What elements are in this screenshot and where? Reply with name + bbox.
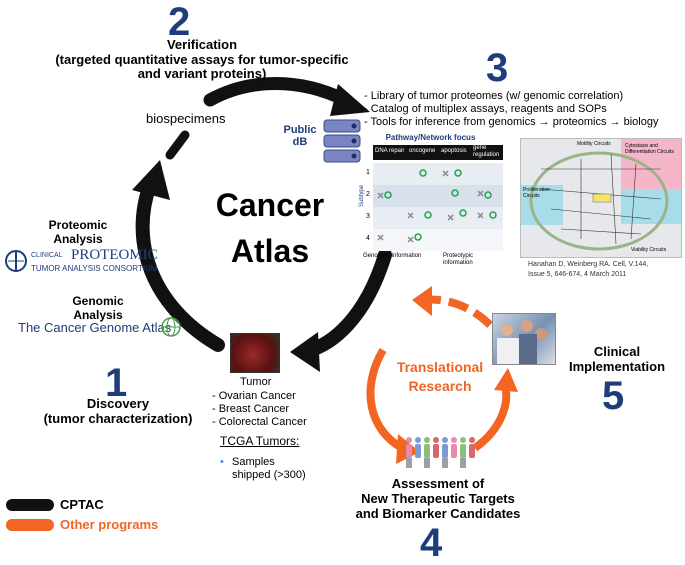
tumor-image [230,333,280,373]
cptac-logo-icon [5,250,27,272]
tumor-label: Tumor [240,376,272,388]
pathway-row-band [373,229,503,251]
legend-other-label: Other programs [60,517,159,532]
step-3-bullet: - Library of tumor proteomes (w/ genomic… [364,90,624,102]
genomic-analysis-label: Genomic Analysis [72,294,124,322]
pathway-marks [377,169,497,243]
arrow-top [203,77,352,107]
orange-top-head [412,286,432,316]
legend-proteotypic: Proteotypic information [443,253,474,266]
arrow-left-dash [165,130,190,160]
tcga-tumors-heading: TCGA Tumors: [220,434,300,448]
legend-cptac-label: CPTAC [60,497,104,512]
step-1-title: Discovery [86,396,150,411]
arrow-right-head [290,332,320,372]
orange-arc-top [424,295,493,328]
public-db-label: Public dB [283,124,317,148]
step-2-subtitle: (targeted quantitative assays for tumor-… [55,52,349,81]
step-5-number: 5 [602,374,625,418]
pathway-row-band [373,185,503,207]
database-icon [323,119,361,163]
legend-other-swatch [6,519,54,531]
orange-arc-left [366,348,405,452]
pathway-table-title: Pathway/Network focus [385,133,476,142]
step-3-bullet: - Catalog of multiplex assays, reagents … [364,103,607,115]
clinical-photo [492,313,556,365]
step-3-number: 3 [486,46,509,90]
arrow-left-head [132,160,170,200]
biospecimens-label: biospecimens [146,111,226,126]
globe-icon [161,317,181,337]
tumor-types: - Ovarian Cancer - Breast Cancer - Color… [212,390,307,428]
pathway-row-band [373,207,503,229]
legend-cptac-swatch [6,499,54,511]
step-4-label: Assessment of New Therapeutic Targets an… [355,476,521,521]
pathway-table: Pathway/Network focus DNA repair oncogen… [353,133,508,268]
step-4-number: 4 [420,521,443,565]
arrow-left [135,178,225,352]
translational-research-label: Translational Research [396,359,484,394]
pathway-row-band [373,163,503,185]
step-3-bullets: - Library of tumor proteomes (w/ genomic… [364,90,658,129]
hallmarks-network [529,151,669,251]
arrow-top-head [330,84,370,116]
clinical-implementation-label: Clinical Implementation [568,344,666,374]
hallmarks-panel [621,139,681,189]
step-1-number: 1 [105,361,128,405]
hallmarks-panel [621,189,681,224]
orange-right-head [494,368,518,392]
people-icon [406,437,475,468]
pathway-table-header: DNA repair oncogene apoptosis gene regul… [373,145,503,160]
cptac-logo: CLINICAL PROTEOMIC TUMOR ANALYSIS CONSOR… [4,247,194,275]
step-2-number: 2 [168,0,191,44]
step-1-subtitle: (tumor characterization) [43,411,193,426]
hallmarks-panel [521,185,563,225]
cancer-atlas-title: Cancer Atlas [215,187,325,269]
step-3-bullet: - Tools for inference from genomics → pr… [364,116,659,128]
hallmarks-citation: Hanahan D, Weinberg RA. Cell, V.144, Iss… [528,261,649,278]
legend-genotypic: Genotypic information [363,253,422,259]
hallmarks-diagram: Motility Circuits Cytostasis and Differe… [520,138,682,258]
step-2-title: Verification [166,37,238,52]
tcga-logo-text: The Cancer Genome Atlas [18,320,172,335]
samples-bullet: • Samples shipped (>300) [220,456,306,481]
proteomic-analysis-label: Proteomic Analysis [48,218,108,246]
